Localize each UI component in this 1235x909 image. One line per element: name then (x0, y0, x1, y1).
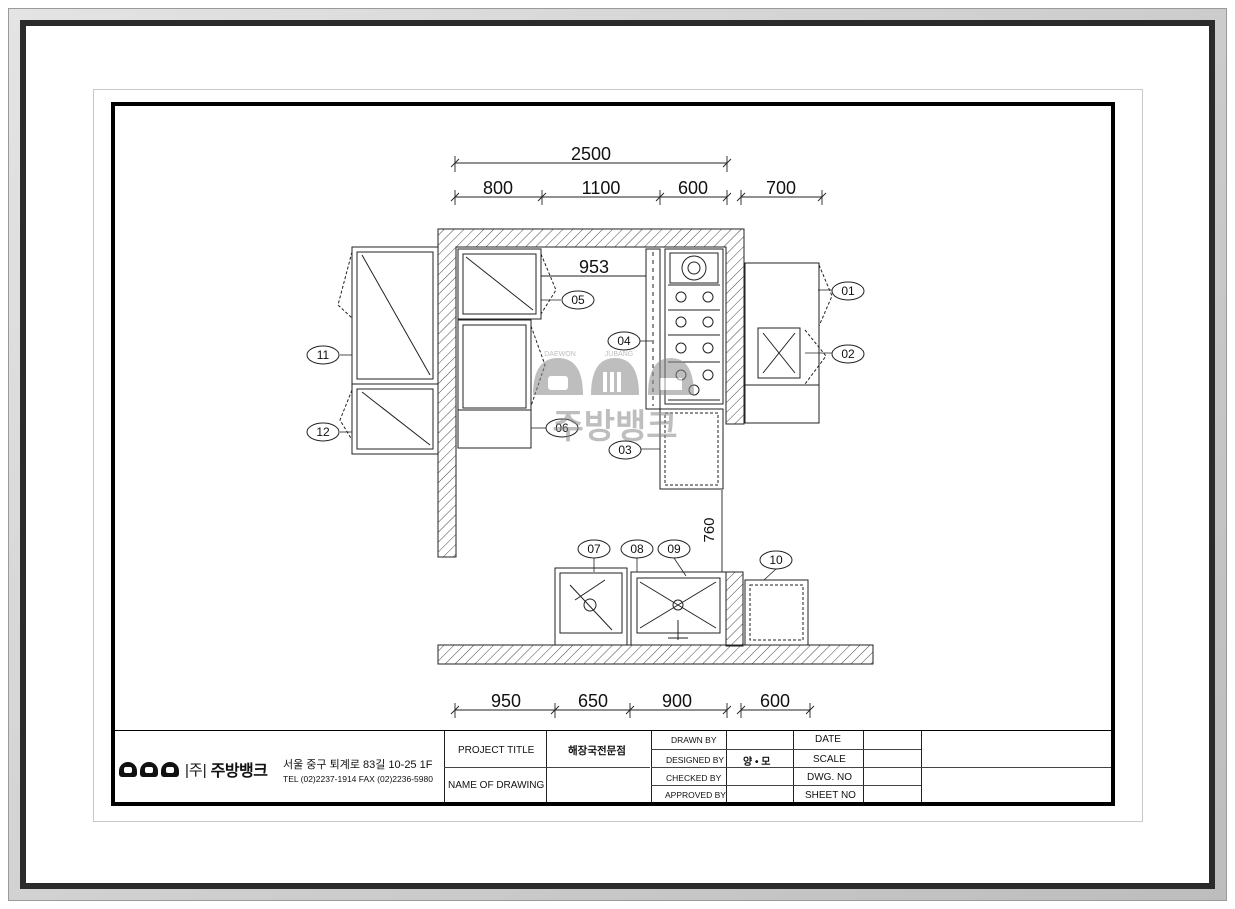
logo-table-icon (161, 761, 179, 777)
equipment-10-table (744, 579, 809, 646)
dim-bottom-seg-1: 950 (491, 691, 521, 711)
equipment-range (664, 248, 724, 405)
dim-bottom-seg-3: 900 (662, 691, 692, 711)
dim-top-overall: 2500 (571, 144, 611, 164)
logo-utensils-icon (140, 761, 158, 777)
tag-label: 08 (630, 542, 644, 556)
dimension-lines (450, 156, 827, 718)
approved-by-label: APPROVED BY (665, 790, 726, 800)
tag-11 (306, 345, 340, 365)
watermark-brand: 주방뱅크 (552, 408, 677, 446)
project-title-label: PROJECT TITLE (458, 745, 535, 756)
dim-bottom-seg-2: 650 (578, 691, 608, 711)
equipment-01-unit (744, 262, 820, 424)
scale-label: SCALE (813, 754, 846, 765)
tag-06 (545, 418, 579, 438)
equipment-07-dishrack (554, 567, 628, 646)
tag-label: 11 (317, 348, 330, 362)
sheet-no-label: SHEET NO (805, 790, 856, 801)
bottom-wall (437, 644, 874, 665)
tag-label: 02 (841, 347, 855, 361)
name-of-drawing-label: NAME OF DRAWING (448, 780, 545, 791)
checked-by-label: CHECKED BY (666, 773, 722, 783)
tag-leaders (340, 289, 832, 581)
equipment-11-fridge (351, 246, 439, 385)
walls (437, 228, 874, 665)
tag-12 (306, 422, 340, 442)
tag-04 (607, 331, 641, 351)
equipment-06-fridge (457, 319, 532, 449)
tag-01 (831, 281, 865, 301)
company-name: 주방뱅크 (210, 763, 268, 780)
dim-top-seg-1: 800 (483, 178, 513, 198)
tag-09 (657, 539, 691, 559)
equipment-tags (306, 281, 865, 570)
tag-07 (577, 539, 611, 559)
tag-02 (831, 344, 865, 364)
company-bracket: |주| (185, 761, 207, 779)
tag-label: 06 (555, 421, 569, 435)
designed-by-value: 양 • 모 (743, 757, 771, 768)
drawing-border (111, 102, 1115, 806)
tag-label: 03 (618, 443, 632, 457)
watermark: DAEWON JUBANG 주방뱅크 (533, 351, 694, 446)
equipment-05-fridge (457, 248, 542, 320)
tag-label: 12 (316, 425, 330, 439)
tag-05 (561, 290, 595, 310)
dim-top-seg-3: 600 (678, 178, 708, 198)
tag-label: 10 (769, 553, 783, 567)
bottom-wall-pillar (725, 571, 744, 647)
project-title-value: 해장국전문점 (568, 745, 626, 757)
watermark-small-right: JUBANG (605, 351, 633, 358)
dim-bottom-seg-4: 600 (760, 691, 790, 711)
equipment-tag-labels: 01 02 03 04 05 06 07 08 09 10 11 12 (316, 284, 855, 567)
dimension-labels: 2500 800 1100 600 700 953 950 650 900 60… (483, 144, 796, 711)
tag-08 (620, 539, 654, 559)
designed-by-label: DESIGNED BY (666, 755, 725, 765)
tag-label: 09 (667, 542, 681, 556)
tag-label: 04 (617, 334, 631, 348)
upper-wall (437, 228, 745, 558)
tag-label: 05 (571, 293, 585, 307)
dim-953: 953 (579, 257, 609, 277)
dim-top-seg-2: 1100 (582, 178, 621, 198)
drawn-by-label: DRAWN BY (671, 735, 717, 745)
tag-label: 01 (841, 284, 855, 298)
logo-pot-icon (119, 761, 137, 777)
company-tel: TEL (02)2237-1914 FAX (02)2236-5980 (283, 774, 433, 784)
company-logo: |주| 주방뱅크 (119, 757, 268, 781)
title-block: |주| 주방뱅크 서울 중구 퇴계로 83길 10-25 1F TEL (02)… (115, 730, 1111, 802)
equipment (337, 246, 833, 646)
equipment-02-unit (757, 327, 801, 379)
watermark-small-left: DAEWON (544, 351, 576, 358)
equipment-12-fridge (351, 383, 439, 455)
dim-top-right: 700 (766, 178, 796, 198)
equipment-04-shelf (645, 248, 661, 410)
tag-03 (608, 440, 642, 460)
tag-label: 07 (587, 542, 601, 556)
equipment-08-sink (630, 571, 727, 646)
company-address: 서울 중구 퇴계로 83길 10-25 1F (283, 759, 433, 771)
tag-10 (759, 550, 793, 570)
dim-760: 760 (701, 517, 718, 542)
date-label: DATE (815, 734, 841, 745)
dwg-no-label: DWG. NO (807, 772, 852, 783)
